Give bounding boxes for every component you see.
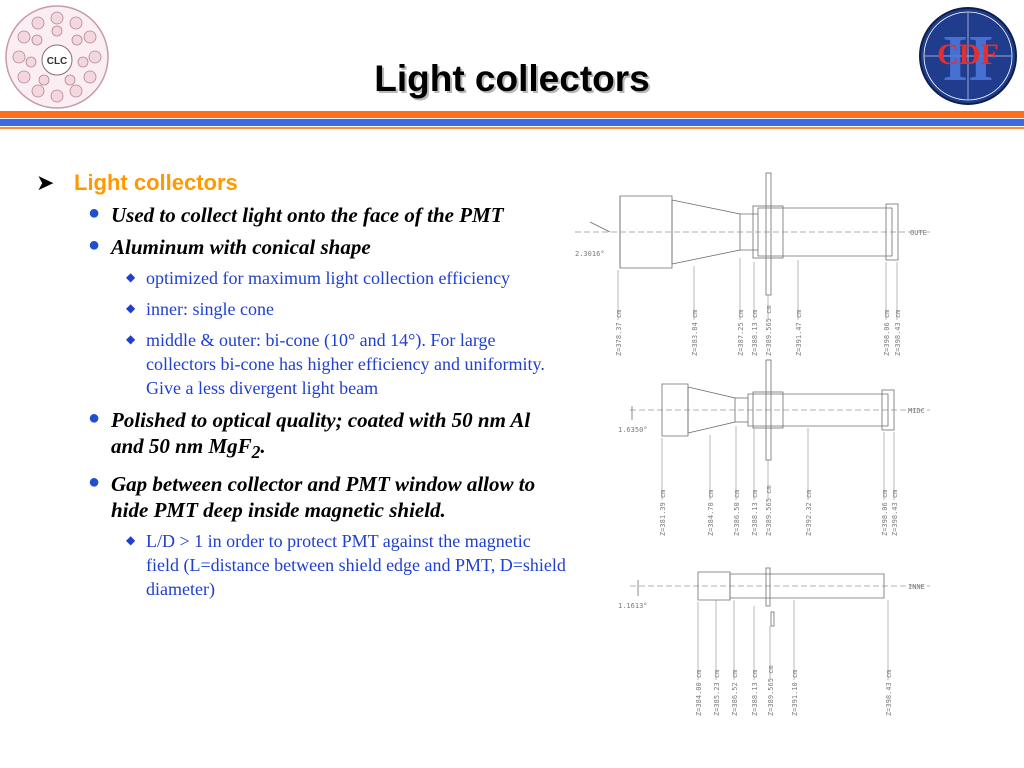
middle-angle: 1.6350° xyxy=(618,426,648,434)
subbullet-item: ◆ inner: single cone xyxy=(36,297,566,321)
title-divider-thin xyxy=(0,127,1024,129)
middle-collector-drawing xyxy=(630,359,930,461)
diamond-bullet-icon: ◆ xyxy=(126,301,136,315)
inner-dim: Z=385.23 cm xyxy=(713,670,721,716)
bullet-text: Aluminum with conical shape xyxy=(111,235,371,259)
bullet-text: Polished to optical quality; coated with… xyxy=(111,408,531,458)
middle-dim: Z=384.70 cm xyxy=(707,490,715,536)
slide-content: ➤ Light collectors ● Used to collect lig… xyxy=(36,170,566,608)
middle-dim: Z=392.32 cm xyxy=(805,490,813,536)
subbullet-item: ◆ middle & outer: bi-cone (10° and 14°).… xyxy=(36,328,566,400)
outer-dim: Z=388.13 cm xyxy=(751,310,759,356)
inner-label: INNE xyxy=(908,583,925,591)
page-title: Light collectors xyxy=(374,58,650,99)
subbullet-text: optimized for maximum light collection e… xyxy=(146,268,511,288)
outer-dim: Z=378.37 cm xyxy=(615,310,623,356)
outer-dim: Z=398.06 cm xyxy=(883,310,891,356)
subbullet-text: middle & outer: bi-cone (10° and 14°). F… xyxy=(146,330,545,398)
title-divider-blue xyxy=(0,119,1024,126)
outer-angle: 2.3016° xyxy=(575,250,605,258)
middle-dim: Z=398.43 cm xyxy=(891,490,899,536)
outer-collector-drawing xyxy=(575,172,930,296)
subbullet-item: ◆ L/D > 1 in order to protect PMT agains… xyxy=(36,529,566,601)
heading-item: ➤ Light collectors xyxy=(36,170,566,196)
bullet-item: ● Gap between collector and PMT window a… xyxy=(36,471,566,523)
subbullet-text: inner: single cone xyxy=(146,299,274,319)
cdf-logo-text: CDF xyxy=(937,38,999,71)
outer-dim: Z=389.565 cm xyxy=(765,305,773,356)
bullet-suffix: . xyxy=(260,434,266,458)
dot-bullet-icon: ● xyxy=(88,202,101,224)
outer-label: OUTE xyxy=(910,229,927,237)
inner-collector-drawing xyxy=(630,567,930,627)
bullet-text: Used to collect light onto the face of t… xyxy=(111,203,504,227)
diamond-bullet-icon: ◆ xyxy=(126,270,136,284)
dot-bullet-icon: ● xyxy=(88,407,101,429)
collector-drawings: OUTE 2.3016° MIDC 1.6350° INNE 1.1613° Z… xyxy=(575,172,930,716)
inner-dim: Z=389.565 cm xyxy=(767,665,775,716)
bullet-item: ● Aluminum with conical shape xyxy=(36,234,566,260)
bullet-item: ● Polished to optical quality; coated wi… xyxy=(36,407,566,465)
inner-dim: Z=388.13 cm xyxy=(751,670,759,716)
middle-dim: Z=388.13 cm xyxy=(751,490,759,536)
diamond-bullet-icon: ◆ xyxy=(126,533,136,548)
cdf-logo: II CDF xyxy=(919,7,1017,105)
clc-logo-text: CLC xyxy=(47,56,68,67)
title-divider-orange xyxy=(0,111,1024,118)
cdf-numeral: II xyxy=(942,22,993,95)
arrow-bullet-icon: ➤ xyxy=(36,170,55,195)
inner-dim: Z=384.00 cm xyxy=(695,670,703,716)
clc-logo: CLC xyxy=(5,5,109,109)
outer-dim: Z=387.25 cm xyxy=(737,310,745,356)
subbullet-item: ◆ optimized for maximum light collection… xyxy=(36,266,566,290)
outer-dim: Z=398.43 cm xyxy=(894,310,902,356)
dot-bullet-icon: ● xyxy=(88,471,101,494)
bullet-subscript: 2 xyxy=(251,442,261,463)
inner-dim: Z=391.10 cm xyxy=(791,670,799,716)
subbullet-text: L/D > 1 in order to protect PMT against … xyxy=(146,531,566,600)
heading-text: Light collectors xyxy=(74,170,238,195)
inner-dim: Z=398.43 cm xyxy=(885,670,893,716)
inner-angle: 1.1613° xyxy=(618,602,648,610)
outer-dim: Z=391.47 cm xyxy=(795,310,803,356)
middle-dim: Z=389.565 cm xyxy=(765,485,773,536)
dot-bullet-icon: ● xyxy=(88,234,101,256)
middle-dim: Z=398.06 cm xyxy=(881,490,889,536)
diamond-bullet-icon: ◆ xyxy=(126,332,136,346)
middle-dim: Z=386.50 cm xyxy=(733,490,741,536)
inner-dim: Z=386.52 cm xyxy=(731,670,739,716)
outer-dim: Z=383.84 cm xyxy=(691,310,699,356)
middle-label: MIDC xyxy=(908,407,925,415)
middle-dim: Z=381.39 cm xyxy=(659,490,667,536)
bullet-item: ● Used to collect light onto the face of… xyxy=(36,202,566,228)
bullet-text: Gap between collector and PMT window all… xyxy=(111,472,536,523)
